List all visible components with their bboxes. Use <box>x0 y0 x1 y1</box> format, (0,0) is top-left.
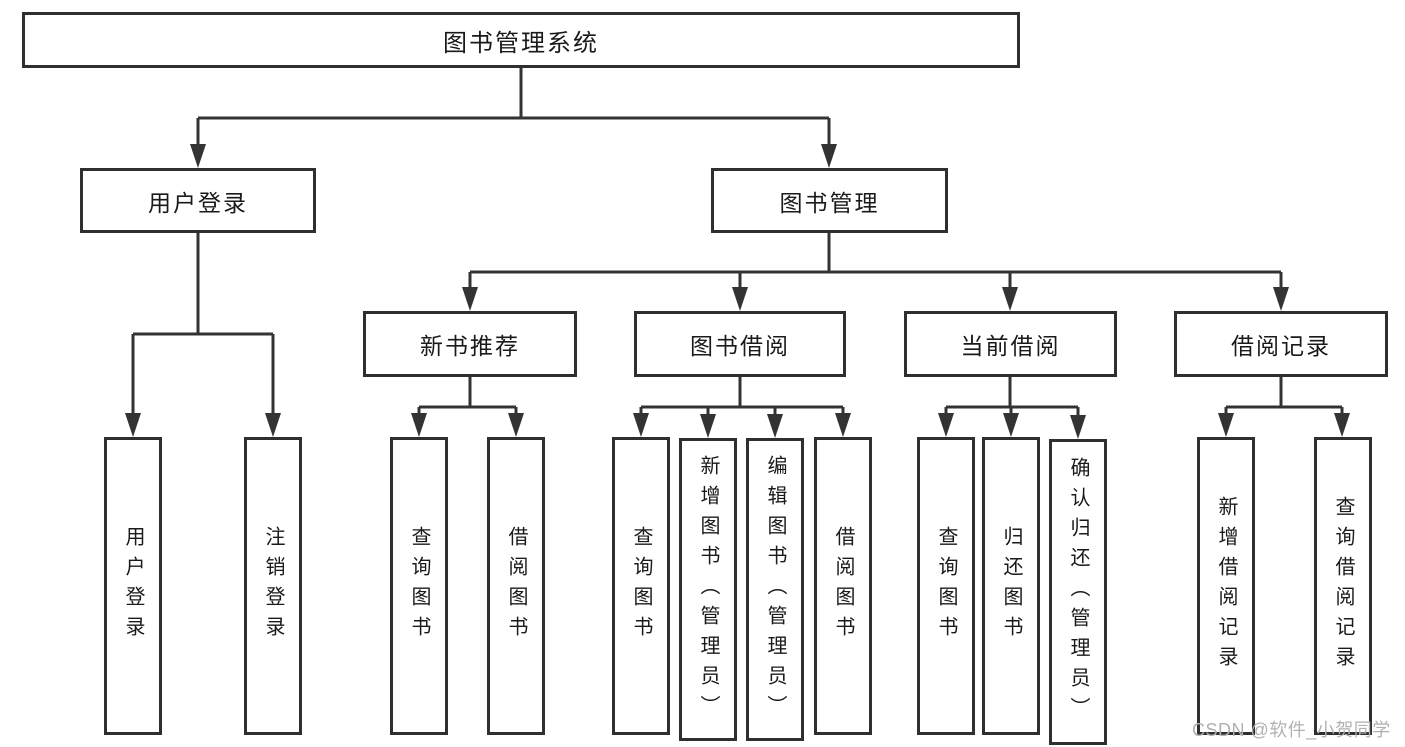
leaf-nb-borrow-books: 借阅图书 <box>487 437 545 735</box>
arrowhead-icon <box>125 413 141 437</box>
node-current-borrowing: 当前借阅 <box>904 311 1117 377</box>
node-new-book-recommend: 新书推荐 <box>363 311 577 377</box>
arrowhead-icon <box>265 413 281 437</box>
leaf-bb-query-books: 查询图书 <box>612 437 670 735</box>
arrowhead-icon <box>411 413 427 437</box>
arrowhead-icon <box>767 414 783 438</box>
edge-user-login-to-leaves <box>131 233 275 414</box>
arrowhead-icon <box>700 414 716 438</box>
arrowhead-icon <box>835 413 851 437</box>
node-book-management: 图书管理 <box>711 168 948 233</box>
leaf-user-login: 用户登录 <box>104 437 162 735</box>
leaf-br-add-record: 新增借阅记录 <box>1197 437 1255 735</box>
arrowhead-icon <box>1273 287 1289 311</box>
arrowheads <box>125 144 1350 439</box>
arrowhead-icon <box>1334 413 1350 437</box>
leaf-bb-edit-books-admin: 编辑图书（管理员） <box>746 438 804 741</box>
arrowhead-icon <box>190 144 206 168</box>
arrowhead-icon <box>732 287 748 311</box>
arrowhead-icon <box>1218 413 1234 437</box>
arrowhead-icon <box>1003 413 1019 437</box>
arrowhead-icon <box>508 413 524 437</box>
edge-borrowing-records-to-leaves <box>1224 377 1344 414</box>
node-book-borrowing: 图书借阅 <box>634 311 846 377</box>
arrowhead-icon <box>462 287 478 311</box>
edge-book-management-to-level3 <box>468 233 1283 289</box>
leaf-nb-query-books: 查询图书 <box>390 437 448 735</box>
edge-new-book-to-leaves <box>417 377 518 414</box>
node-user-login: 用户登录 <box>80 168 316 233</box>
arrowhead-icon <box>938 413 954 437</box>
edge-root-to-level2 <box>196 68 831 146</box>
connector-edges <box>131 68 1344 415</box>
arrowhead-icon <box>1070 415 1086 439</box>
leaf-cb-query-books: 查询图书 <box>917 437 975 735</box>
arrowhead-icon <box>1002 287 1018 311</box>
leaf-cb-return-books: 归还图书 <box>982 437 1040 735</box>
watermark: CSDN @软件_小贺同学 <box>1192 720 1391 740</box>
edge-current-borrowing-to-leaves <box>944 377 1080 415</box>
edge-book-borrowing-to-leaves <box>639 377 845 414</box>
leaf-bb-add-books-admin: 新增图书（管理员） <box>679 438 737 741</box>
leaf-br-query-record: 查询借阅记录 <box>1314 437 1372 735</box>
leaf-bb-borrow-books: 借阅图书 <box>814 437 872 735</box>
node-root: 图书管理系统 <box>22 12 1020 68</box>
leaf-logout: 注销登录 <box>244 437 302 735</box>
node-borrowing-records: 借阅记录 <box>1174 311 1388 377</box>
arrowhead-icon <box>821 144 837 168</box>
arrowhead-icon <box>633 413 649 437</box>
leaf-cb-confirm-return-admin: 确认归还（管理员） <box>1049 439 1107 745</box>
